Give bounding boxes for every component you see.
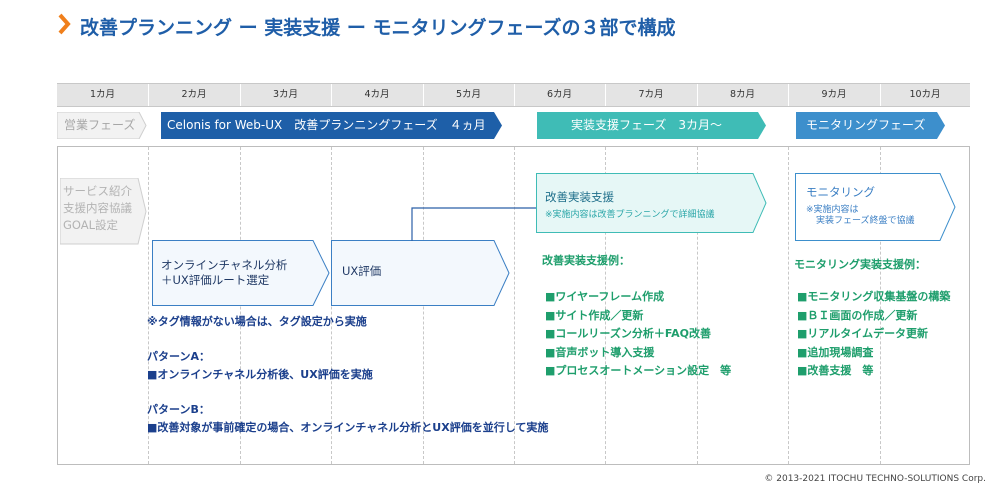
list-item: ■ワイヤーフレーム作成 <box>545 290 665 303</box>
month-10: 10カ月 <box>909 89 941 100</box>
list-item: ■プロセスオートメーション設定 等 <box>545 364 732 377</box>
month-3: 3カ月 <box>272 89 299 100</box>
sales-line-3: GOAL設定 <box>63 218 119 232</box>
pattern-b-label: パターンB： <box>147 403 210 416</box>
list-item: ■サイト作成／更新 <box>545 308 644 322</box>
pattern-b-text: ■改善対象が事前確定の場合、オンラインチャネル分析とUX評価を並行して実施 <box>147 421 549 434</box>
monitoring-title: モニタリング <box>806 185 875 199</box>
ux-evaluation-label: UX評価 <box>342 264 382 278</box>
online-analysis-line-1: オンラインチャネル分析 <box>161 258 288 272</box>
online-analysis-box <box>152 240 330 306</box>
timeline-frame <box>57 146 970 465</box>
month-7: 7カ月 <box>638 89 664 100</box>
list-item: ■コールリーズン分析＋FAQ改善 <box>545 327 711 340</box>
sales-line-2: 支援内容協議 <box>63 201 132 215</box>
month-5: 5カ月 <box>455 89 482 100</box>
impl-examples-list: ■ワイヤーフレーム作成 ■サイト作成／更新 ■コールリーズン分析＋FAQ改善 ■… <box>545 288 731 381</box>
ux-evaluation-box <box>331 240 510 306</box>
page-title: 改善プランニング ー 実装支援 ー モニタリングフェーズの３部で構成 <box>80 17 676 39</box>
month-1: 1カ月 <box>89 89 116 100</box>
month-6: 6カ月 <box>546 89 573 100</box>
pattern-a-label: パターンA： <box>147 350 210 363</box>
month-2: 2カ月 <box>181 89 207 100</box>
list-item: ■改善支援 等 <box>797 364 874 377</box>
list-item: ■ＢＩ画面の作成／更新 <box>797 308 918 322</box>
sales-line-1: サービス紹介 <box>63 184 132 198</box>
tag-note: ※タグ情報がない場合は、タグ設定から実施 <box>147 315 367 328</box>
divider <box>514 147 515 464</box>
implementation-title: 改善実装支援 <box>545 190 614 204</box>
list-item: ■リアルタイムデータ更新 <box>797 327 929 340</box>
divider <box>148 147 149 464</box>
sales-box <box>60 178 147 245</box>
monitor-examples-list: ■モニタリング収集基盤の構築 ■ＢＩ画面の作成／更新 ■リアルタイムデータ更新 … <box>797 288 950 381</box>
list-item: ■追加現場調査 <box>797 345 874 359</box>
list-item: ■モニタリング収集基盤の構築 <box>797 290 951 303</box>
online-analysis-line-2: ＋UX評価ルート選定 <box>161 273 270 287</box>
title-chevron-icon <box>8 8 30 36</box>
month-9: 9カ月 <box>821 89 847 100</box>
month-header: 1カ月 2カ月 3カ月 4カ月 5カ月 6カ月 7カ月 8カ月 9カ月 10カ月 <box>57 83 970 107</box>
implementation-box <box>536 173 767 233</box>
connector-arrow <box>411 204 542 241</box>
phase-sales: 営業フェーズ <box>57 112 147 139</box>
copyright: © 2013-2021 ITOCHU TECHNO-SOLUTIONS Corp… <box>764 474 986 484</box>
pattern-a-text: ■オンラインチャネル分析後、UX評価を実施 <box>147 368 373 381</box>
divider <box>788 147 789 464</box>
monitoring-box <box>795 173 956 241</box>
monitor-examples-heading: モニタリング実装支援例： <box>794 258 926 271</box>
implementation-note: ※実施内容は改善プランニングで詳細協議 <box>545 210 715 220</box>
phase-implementation: 実装支援フェーズ 3カ月〜 <box>537 112 767 139</box>
divider <box>697 147 698 464</box>
list-item: ■音声ボット導入支援 <box>545 345 655 359</box>
month-4: 4カ月 <box>364 89 390 100</box>
monitoring-note-1: ※実施内容は <box>806 205 859 215</box>
title-chevron-icon <box>58 13 71 35</box>
phase-monitoring: モニタリングフェーズ <box>796 112 946 139</box>
divider <box>880 147 881 464</box>
monitoring-note-2: 実装フェーズ終盤で協議 <box>816 216 915 226</box>
month-8: 8カ月 <box>729 89 756 100</box>
divider <box>605 147 606 464</box>
phase-planning: Celonis for Web-UX 改善プランニングフェーズ ４ヵ月 <box>161 112 503 139</box>
impl-examples-heading: 改善実装支援例： <box>542 254 630 267</box>
